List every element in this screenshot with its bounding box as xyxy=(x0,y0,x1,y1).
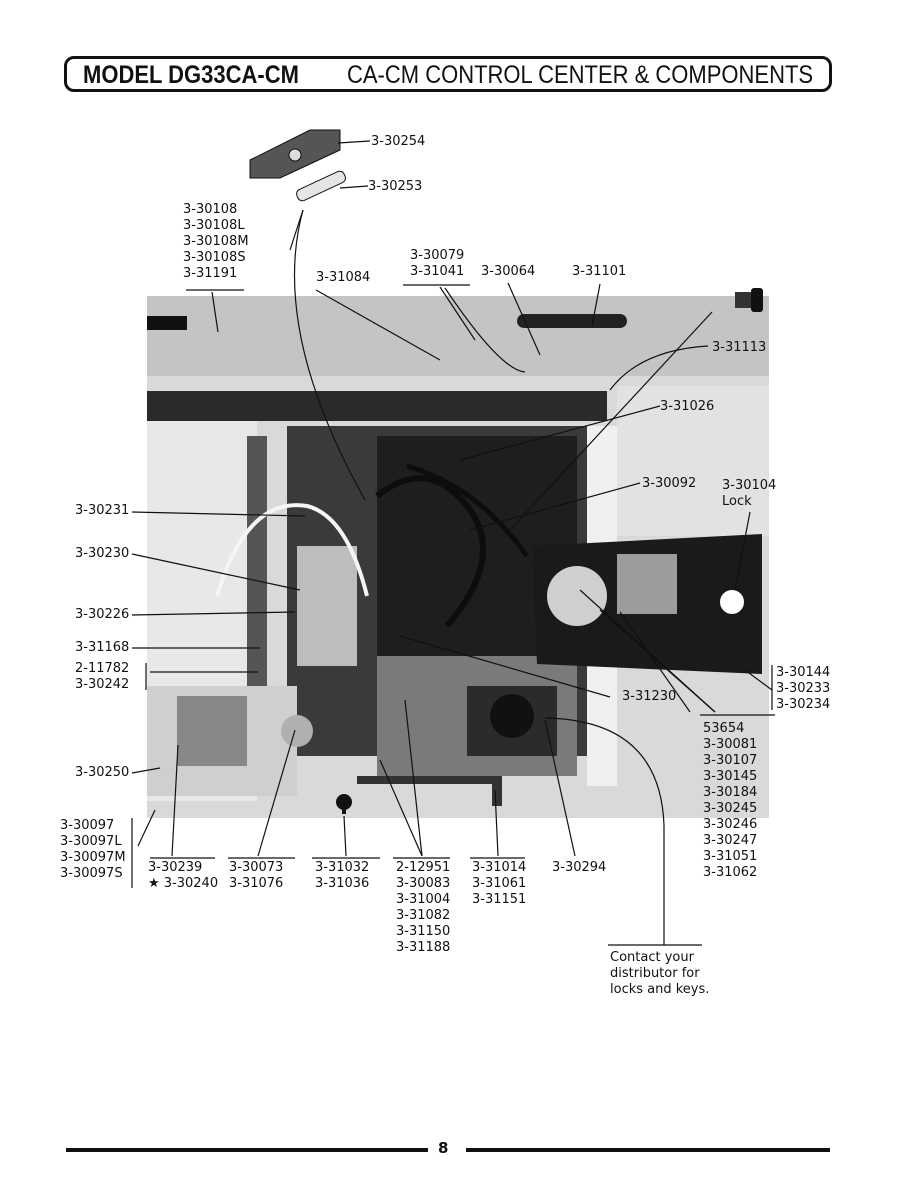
callout-group-3-30239: 3-30239 ★ 3-30240 xyxy=(148,860,219,891)
fuse-icon xyxy=(296,170,346,202)
callout-3-30294: 3-30294 xyxy=(552,860,607,875)
callout-3-31084: 3-31084 xyxy=(316,270,371,285)
control-center-photo xyxy=(147,296,769,818)
callout-3-31026: 3-31026 xyxy=(660,399,715,414)
callout-group-2-11782: 2-11782 3-30242 xyxy=(75,661,130,692)
callout-group-3-31032: 3-31032 3-31036 xyxy=(315,860,370,891)
callout-group-3-30144: 3-30144 3-30233 3-30234 xyxy=(776,665,831,712)
section-title: CA-CM CONTROL CENTER & COMPONENTS xyxy=(347,61,814,89)
callout-3-30231: 3-30231 xyxy=(75,503,130,518)
callout-3-31113: 3-31113 xyxy=(712,340,767,355)
callout-3-30064: 3-30064 xyxy=(481,264,536,279)
bushing-icon xyxy=(735,288,763,312)
callout-3-31101: 3-31101 xyxy=(572,264,627,279)
page-header: MODEL DG33CA-CM CA-CM CONTROL CENTER & C… xyxy=(64,56,832,92)
callout-3-30254: 3-30254 xyxy=(371,134,426,149)
callout-group-3-31014: 3-31014 3-31061 3-31151 xyxy=(472,860,527,907)
contact-note: Contact your distributor for locks and k… xyxy=(610,950,710,997)
callout-3-31230: 3-31230 xyxy=(622,689,677,704)
callout-group-3-30097: 3-30097 3-30097L 3-30097M 3-30097S xyxy=(60,818,126,881)
footer-rule-right xyxy=(466,1148,830,1152)
callout-group-2-12951: 2-12951 3-30083 3-31004 3-31082 3-31150 … xyxy=(396,860,451,955)
callout-group-3-30108: 3-30108 3-30108L 3-30108M 3-30108S 3-311… xyxy=(183,202,249,281)
callout-3-30250: 3-30250 xyxy=(75,765,130,780)
callout-3-31168: 3-31168 xyxy=(75,640,130,655)
knob-icon xyxy=(336,794,352,814)
callout-3-30253: 3-30253 xyxy=(368,179,423,194)
footer-rule-left xyxy=(66,1148,428,1152)
page-number: 8 xyxy=(438,1139,449,1157)
callout-group-53654: 53654 3-30081 3-30107 3-30145 3-30184 3-… xyxy=(703,721,758,880)
fuse-holder-icon xyxy=(249,129,341,179)
callout-3-30092: 3-30092 xyxy=(642,476,697,491)
callout-3-30226: 3-30226 xyxy=(75,607,130,622)
callout-group-3-30073: 3-30073 3-31076 xyxy=(229,860,284,891)
callout-lock: 3-30104 Lock xyxy=(722,478,777,509)
model-title: MODEL DG33CA-CM xyxy=(83,61,299,89)
callout-3-30230: 3-30230 xyxy=(75,546,130,561)
callout-group-3-30079: 3-30079 3-31041 xyxy=(410,248,465,279)
